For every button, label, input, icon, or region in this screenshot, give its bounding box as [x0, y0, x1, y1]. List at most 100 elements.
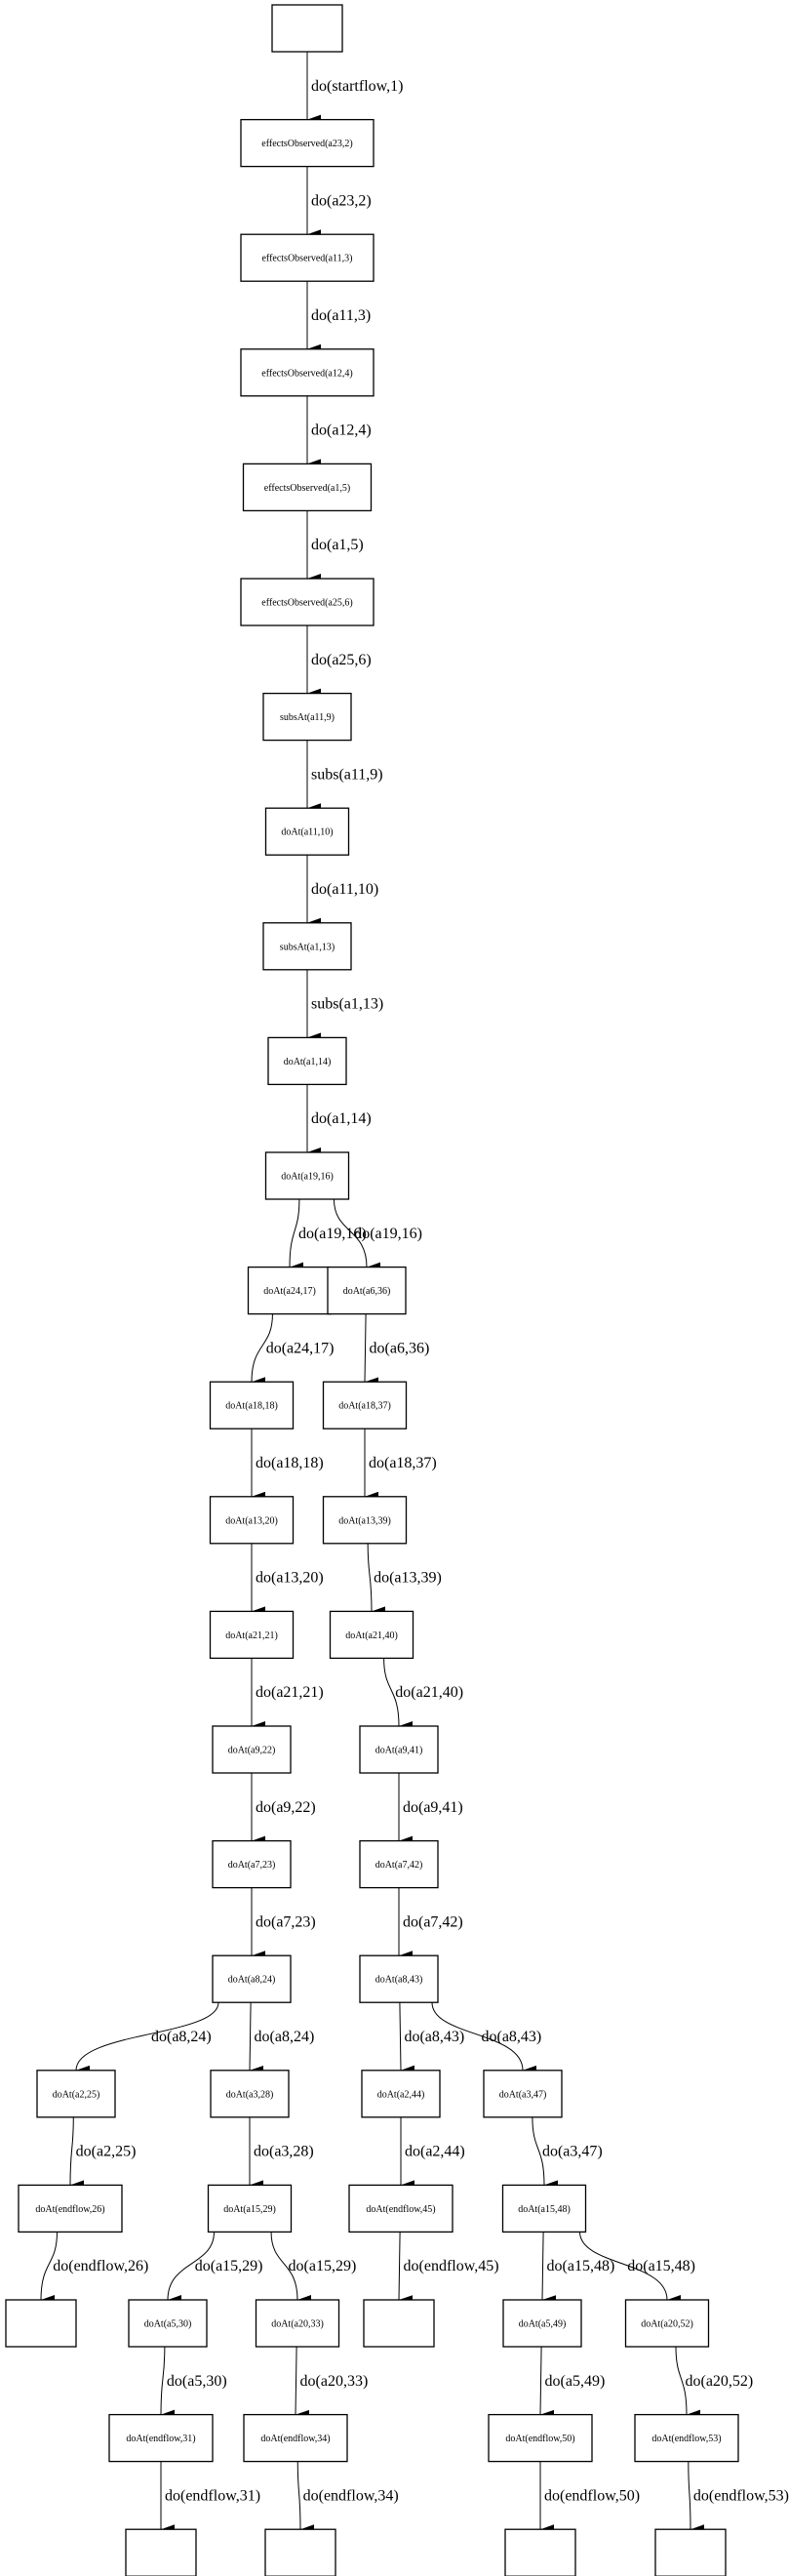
state-node: doAt(a19,16)	[264, 1151, 350, 1200]
node-label: doAt(endflow,50)	[505, 2434, 574, 2444]
empty-state-node	[363, 2299, 435, 2348]
node-box	[363, 2299, 435, 2348]
edge-arrow	[539, 2346, 555, 2420]
node-box	[18, 2184, 123, 2234]
node-label: subsAt(a11,9)	[280, 712, 335, 723]
node-box	[267, 1036, 347, 1086]
state-node: doAt(a6,36)	[327, 1266, 407, 1315]
state-node: doAt(a8,24)	[212, 1954, 292, 2003]
node-label: doAt(a1,14)	[284, 1057, 332, 1067]
edge-label: do(a15,29)	[289, 2258, 357, 2274]
state-node: subsAt(a11,9)	[262, 692, 352, 742]
state-node: doAt(a1,14)	[267, 1036, 347, 1086]
node-box	[240, 233, 375, 282]
empty-state-node	[125, 2528, 197, 2576]
node-box	[271, 4, 343, 53]
node-box	[322, 1381, 408, 1429]
node-label: doAt(endflow,34)	[260, 2434, 330, 2444]
edge-arrow	[431, 2002, 537, 2075]
edge-label: do(endflow,34)	[303, 2487, 399, 2504]
edge-label: do(a18,18)	[256, 1455, 324, 1471]
edge-label: do(startflow,1)	[311, 78, 404, 95]
node-box	[348, 2184, 454, 2234]
node-box	[634, 2413, 739, 2463]
edge-label: do(a23,2)	[311, 192, 372, 209]
state-node: doAt(a20,52)	[624, 2299, 710, 2348]
state-node: doAt(a15,48)	[501, 2184, 587, 2234]
state-node: doAt(endflow,26)	[18, 2184, 123, 2234]
edge-arrow	[688, 2461, 705, 2535]
node-label: doAt(a8,24)	[228, 1975, 276, 1986]
node-box	[128, 2299, 208, 2348]
node-box	[502, 2299, 582, 2348]
edge-arrow	[296, 2461, 315, 2535]
node-box	[240, 118, 375, 168]
node-box	[483, 2070, 563, 2118]
node-box	[504, 2528, 576, 2576]
edge-label: do(a13,20)	[256, 1570, 324, 1587]
edge-label: do(a20,33)	[300, 2373, 369, 2390]
node-label: doAt(a24,17)	[263, 1286, 316, 1297]
node-box	[654, 2528, 727, 2576]
state-node: effectsObserved(a23,2)	[240, 118, 375, 168]
state-node: doAt(endflow,31)	[108, 2413, 214, 2463]
empty-state-node	[5, 2299, 77, 2348]
node-label: doAt(a9,41)	[375, 1746, 423, 1756]
node-label: doAt(endflow,53)	[651, 2434, 721, 2444]
node-box	[240, 348, 375, 397]
state-node: doAt(a24,17)	[247, 1266, 333, 1315]
edge-arrow	[675, 2346, 701, 2420]
node-box	[624, 2299, 710, 2348]
edge-arrow	[251, 1313, 273, 1388]
edge-label: do(a1,14)	[311, 1110, 372, 1127]
node-label: doAt(a3,47)	[499, 2089, 547, 2100]
node-box	[359, 1725, 439, 1774]
node-label: doAt(endflow,45)	[366, 2204, 435, 2215]
state-node: doAt(a7,42)	[359, 1839, 439, 1889]
node-box	[242, 463, 373, 512]
node-label: doAt(a2,44)	[377, 2089, 425, 2100]
node-box	[209, 1381, 295, 1429]
state-node: doAt(a21,40)	[329, 1610, 414, 1660]
node-label: doAt(a7,23)	[228, 1860, 276, 1871]
edge-label: do(a15,48)	[627, 2258, 695, 2274]
state-node: doAt(a18,18)	[209, 1381, 295, 1429]
node-box	[5, 2299, 77, 2348]
edge-label: do(a9,22)	[256, 1799, 316, 1816]
edge-arrow	[532, 2116, 559, 2191]
node-label: effectsObserved(a12,4)	[261, 368, 352, 379]
node-label: doAt(a11,10)	[281, 827, 333, 838]
state-node: doAt(a7,23)	[212, 1839, 292, 1889]
node-box	[209, 1496, 295, 1545]
state-node: doAt(a9,22)	[212, 1725, 292, 1774]
node-label: doAt(a7,42)	[375, 1860, 423, 1871]
edge-label: do(a13,39)	[374, 1570, 442, 1587]
node-label: effectsObserved(a25,6)	[261, 598, 352, 609]
node-label: subsAt(a1,13)	[280, 942, 335, 952]
state-node: doAt(a3,28)	[210, 2070, 290, 2118]
state-node: doAt(a13,39)	[322, 1496, 408, 1545]
edge-label: do(a8,24)	[151, 2029, 212, 2045]
edge-label: do(endflow,26)	[53, 2258, 148, 2274]
edge-label: do(a15,48)	[547, 2258, 615, 2274]
edge-label: do(endflow,45)	[404, 2258, 499, 2274]
node-label: doAt(a3,28)	[226, 2089, 274, 2100]
node-label: doAt(a20,33)	[271, 2319, 324, 2330]
state-node: doAt(endflow,50)	[488, 2413, 593, 2463]
node-label: doAt(a5,49)	[519, 2319, 567, 2330]
node-label: effectsObserved(a23,2)	[261, 139, 352, 149]
edge-label: do(a12,4)	[311, 423, 372, 439]
edge-arrow	[399, 2002, 415, 2075]
edge-label: do(a8,24)	[255, 2029, 315, 2045]
edge-arrow	[75, 2002, 219, 2075]
edge-label: do(a3,28)	[254, 2144, 314, 2160]
edge-arrow	[579, 2232, 682, 2305]
edge-arrow	[367, 1543, 386, 1617]
empty-state-node	[264, 2528, 336, 2576]
edge-label: do(a18,37)	[369, 1455, 437, 1471]
edge-label: do(endflow,31)	[165, 2487, 260, 2504]
node-label: doAt(a5,30)	[144, 2319, 192, 2330]
edge-label: do(a21,21)	[256, 1684, 324, 1701]
node-box	[329, 1610, 414, 1660]
state-node: effectsObserved(a1,5)	[242, 463, 373, 512]
